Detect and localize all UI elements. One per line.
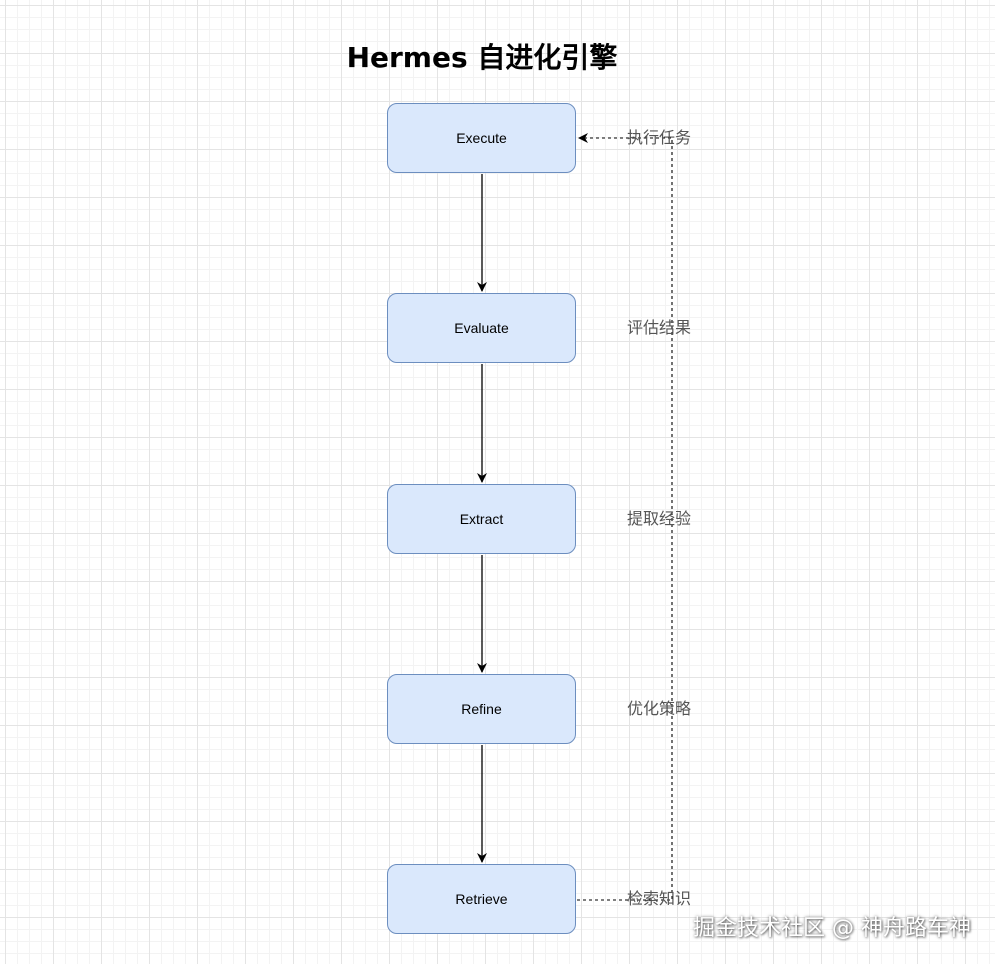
node-evaluate-label: Evaluate <box>454 320 509 336</box>
annotation-evaluate: 评估结果 <box>627 318 692 337</box>
node-evaluate[interactable]: Evaluate <box>387 293 576 363</box>
node-retrieve[interactable]: Retrieve <box>387 864 576 934</box>
node-extract[interactable]: Extract <box>387 484 576 554</box>
node-extract-label: Extract <box>459 511 504 527</box>
annotation-extract: 提取经验 <box>627 509 692 528</box>
node-refine-label: Refine <box>461 701 502 717</box>
node-retrieve-label: Retrieve <box>455 891 508 907</box>
annotation-refine: 优化策略 <box>627 699 692 718</box>
node-execute[interactable]: Execute <box>387 103 576 173</box>
annotation-retrieve: 检索知识 <box>627 889 692 908</box>
node-execute-label: Execute <box>456 130 507 146</box>
watermark: 掘金技术社区 @ 神舟路车神 <box>693 916 971 941</box>
node-refine[interactable]: Refine <box>387 674 576 744</box>
annotation-execute: 执行任务 <box>627 128 692 147</box>
diagram-title: Hermes 自进化引擎 <box>346 41 618 74</box>
